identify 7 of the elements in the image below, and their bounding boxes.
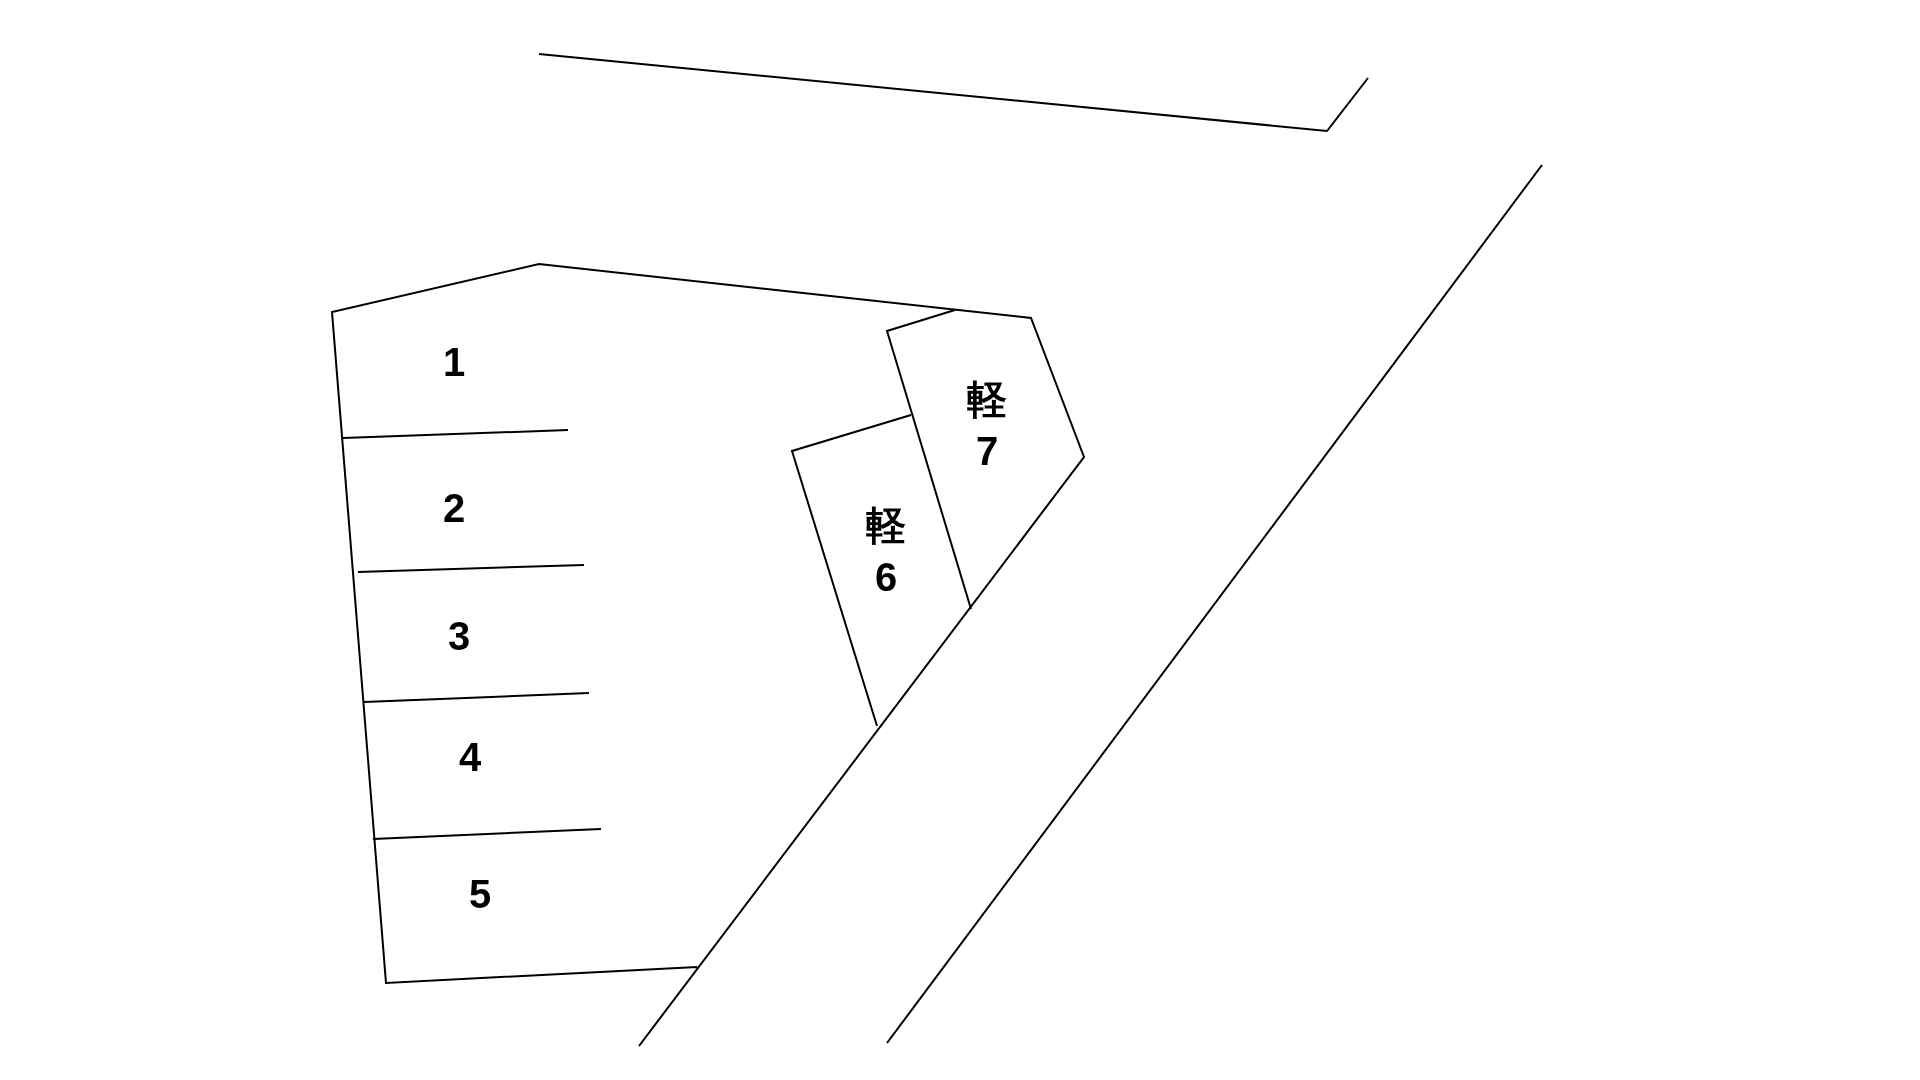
parking-space-label: 軽 7 xyxy=(965,373,1009,477)
parking-space-label: 2 xyxy=(442,482,466,534)
parking-space-label: 3 xyxy=(447,610,471,662)
parking-space-label: 5 xyxy=(468,868,492,920)
parking-space-label: 4 xyxy=(458,731,482,783)
parking-space-label: 1 xyxy=(442,336,466,388)
parking-space-label: 軽 6 xyxy=(864,499,908,603)
